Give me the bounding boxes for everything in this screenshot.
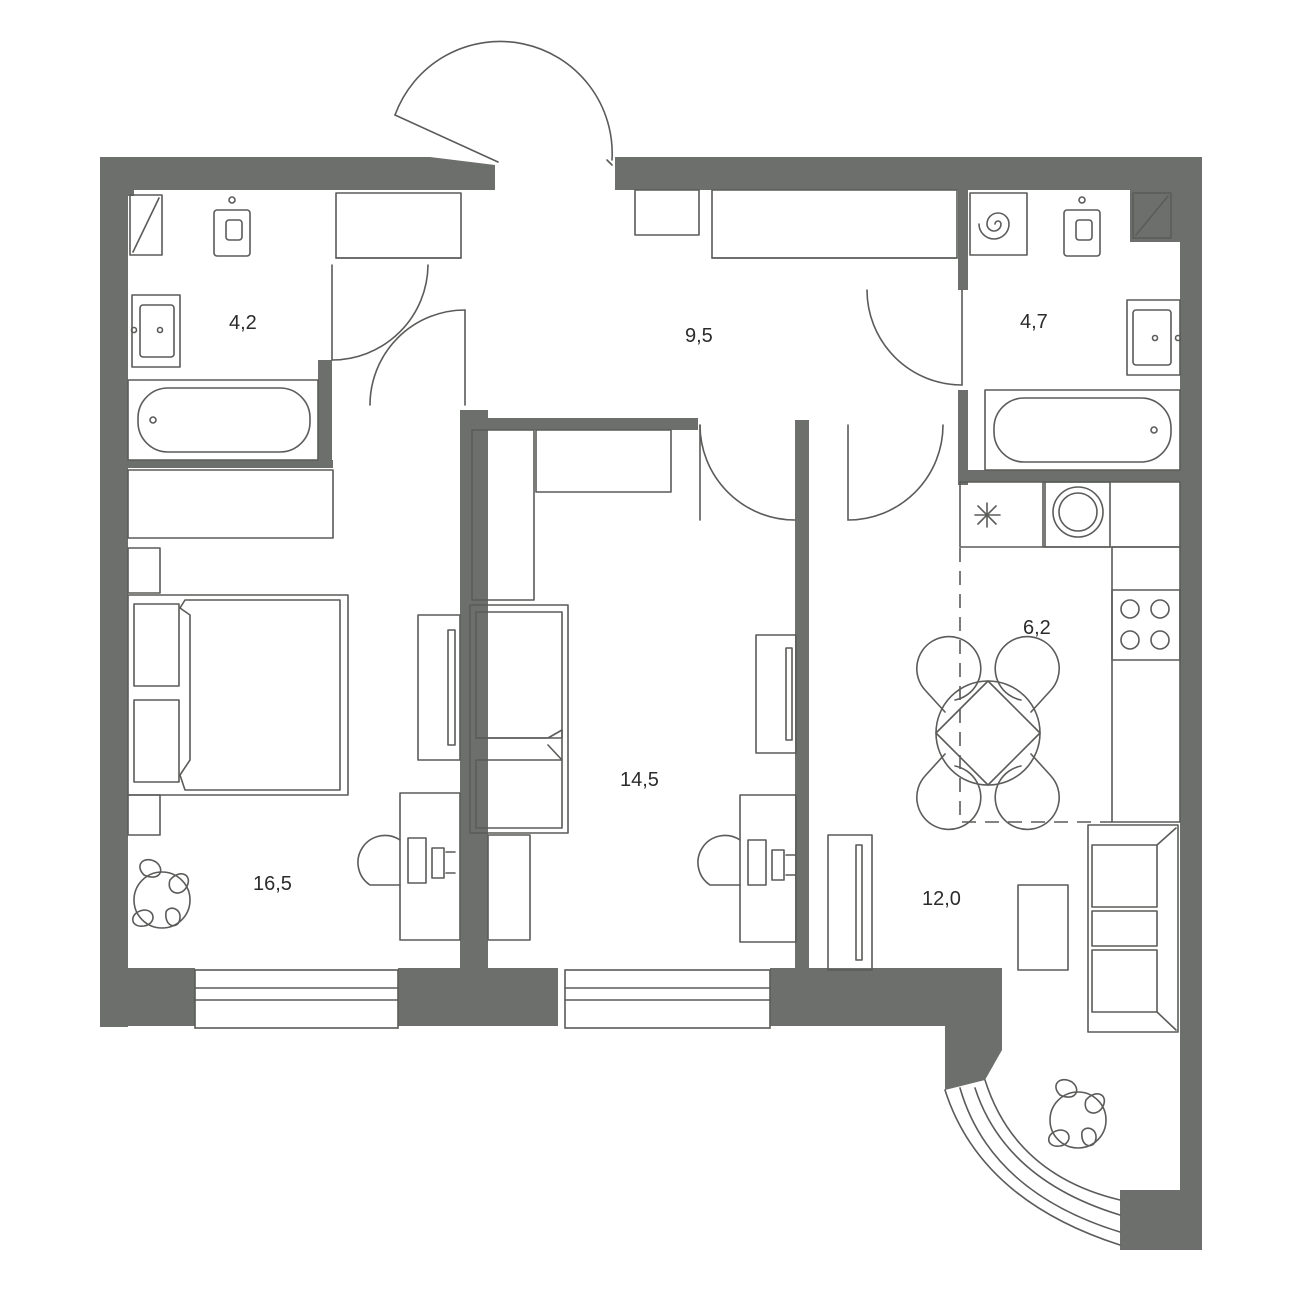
window-bay-living — [944, 1079, 1121, 1246]
bathtub-icon — [127, 379, 319, 461]
tv-icon — [827, 834, 873, 971]
desk-icon — [399, 792, 461, 941]
wall-bottom-4 — [945, 968, 1002, 1090]
plant-icon — [131, 858, 191, 929]
bed-icon — [127, 594, 349, 796]
hallway-fixtures — [634, 189, 958, 259]
nightstand-icon — [487, 834, 531, 941]
wall-left — [100, 157, 128, 1027]
shaft-box — [1132, 192, 1172, 239]
bathroom-left-fixtures — [127, 194, 319, 461]
area-label-bathroom-left: 4,2 — [229, 312, 257, 334]
window-bedroom-master — [194, 969, 399, 1029]
desk-icon — [739, 794, 797, 943]
wall-right — [1180, 157, 1202, 1217]
chair-icon — [697, 834, 741, 886]
window-bedroom-child — [564, 969, 771, 1029]
shelf-icon — [634, 189, 700, 236]
area-label-living-room: 12,0 — [922, 888, 961, 910]
door-bedroom-master[interactable] — [369, 309, 466, 406]
door-entrance[interactable] — [394, 40, 613, 166]
wall-bath-right-top — [958, 190, 968, 290]
wall-bottom-1 — [100, 968, 195, 1026]
tv-icon — [417, 614, 461, 761]
bed-icon — [469, 604, 569, 834]
door-bedroom-child[interactable] — [699, 424, 796, 521]
toilet-icon — [1063, 196, 1101, 257]
wardrobe-icon — [471, 429, 535, 601]
wardrobe-icon — [335, 192, 462, 259]
chair-icon — [357, 834, 401, 886]
wall-column-bottom-right — [1120, 1190, 1202, 1250]
wardrobe-icon — [535, 429, 672, 493]
wall-bed-hall — [460, 410, 488, 970]
plant-icon — [1047, 1078, 1107, 1149]
nightstand-icon — [127, 794, 161, 836]
wardrobe-icon — [711, 189, 958, 259]
area-label-hallway: 9,5 — [685, 325, 713, 347]
shaft-box — [129, 194, 163, 256]
wall-top-right — [615, 157, 1200, 190]
dining-table-icon — [915, 635, 1061, 831]
door-bathroom-right[interactable] — [866, 289, 963, 386]
wardrobe-icon — [127, 469, 334, 539]
bedroom-child-fixtures — [469, 429, 797, 943]
toilet-icon — [213, 196, 251, 257]
door-living-room[interactable] — [847, 424, 944, 521]
area-labels: 4,2 9,5 4,7 6,2 14,5 16,5 12,0 — [229, 311, 1051, 910]
wall-top-left — [100, 157, 495, 200]
wall-hall-bottom — [460, 418, 698, 430]
coffee-table-icon — [1017, 884, 1069, 971]
fridge-icon — [974, 502, 1001, 528]
kitchen-fixtures — [915, 481, 1181, 831]
sofa-icon — [1087, 824, 1179, 1033]
nightstand-icon — [127, 547, 161, 594]
wall-bath-right — [958, 390, 968, 485]
wall-child-living — [795, 420, 809, 970]
bathroom-right-fixtures — [969, 192, 1182, 471]
wall-bath-left-divider — [128, 460, 333, 468]
tv-icon — [755, 634, 797, 754]
door-bathroom-left[interactable] — [331, 264, 429, 361]
walls — [100, 157, 1202, 1250]
wall-notch-left — [128, 190, 134, 196]
area-label-bathroom-right: 4,7 — [1020, 311, 1048, 333]
sink-icon — [130, 294, 181, 368]
wall-bath-right-bottom — [958, 470, 1180, 482]
area-label-bedroom-child: 14,5 — [620, 769, 659, 791]
area-label-bedroom-master: 16,5 — [253, 873, 292, 895]
bathtub-icon — [984, 389, 1181, 471]
washing-machine-icon — [1044, 481, 1111, 548]
wall-bottom-2 — [398, 968, 558, 1026]
living-room-fixtures — [827, 824, 1179, 1149]
area-label-kitchen: 6,2 — [1023, 617, 1051, 639]
bedroom-master-fixtures — [127, 469, 461, 941]
sink-icon — [1126, 299, 1182, 376]
wall-bath-left-side — [318, 360, 332, 468]
stove-icon — [1111, 589, 1181, 661]
washing-machine-icon — [969, 192, 1028, 256]
